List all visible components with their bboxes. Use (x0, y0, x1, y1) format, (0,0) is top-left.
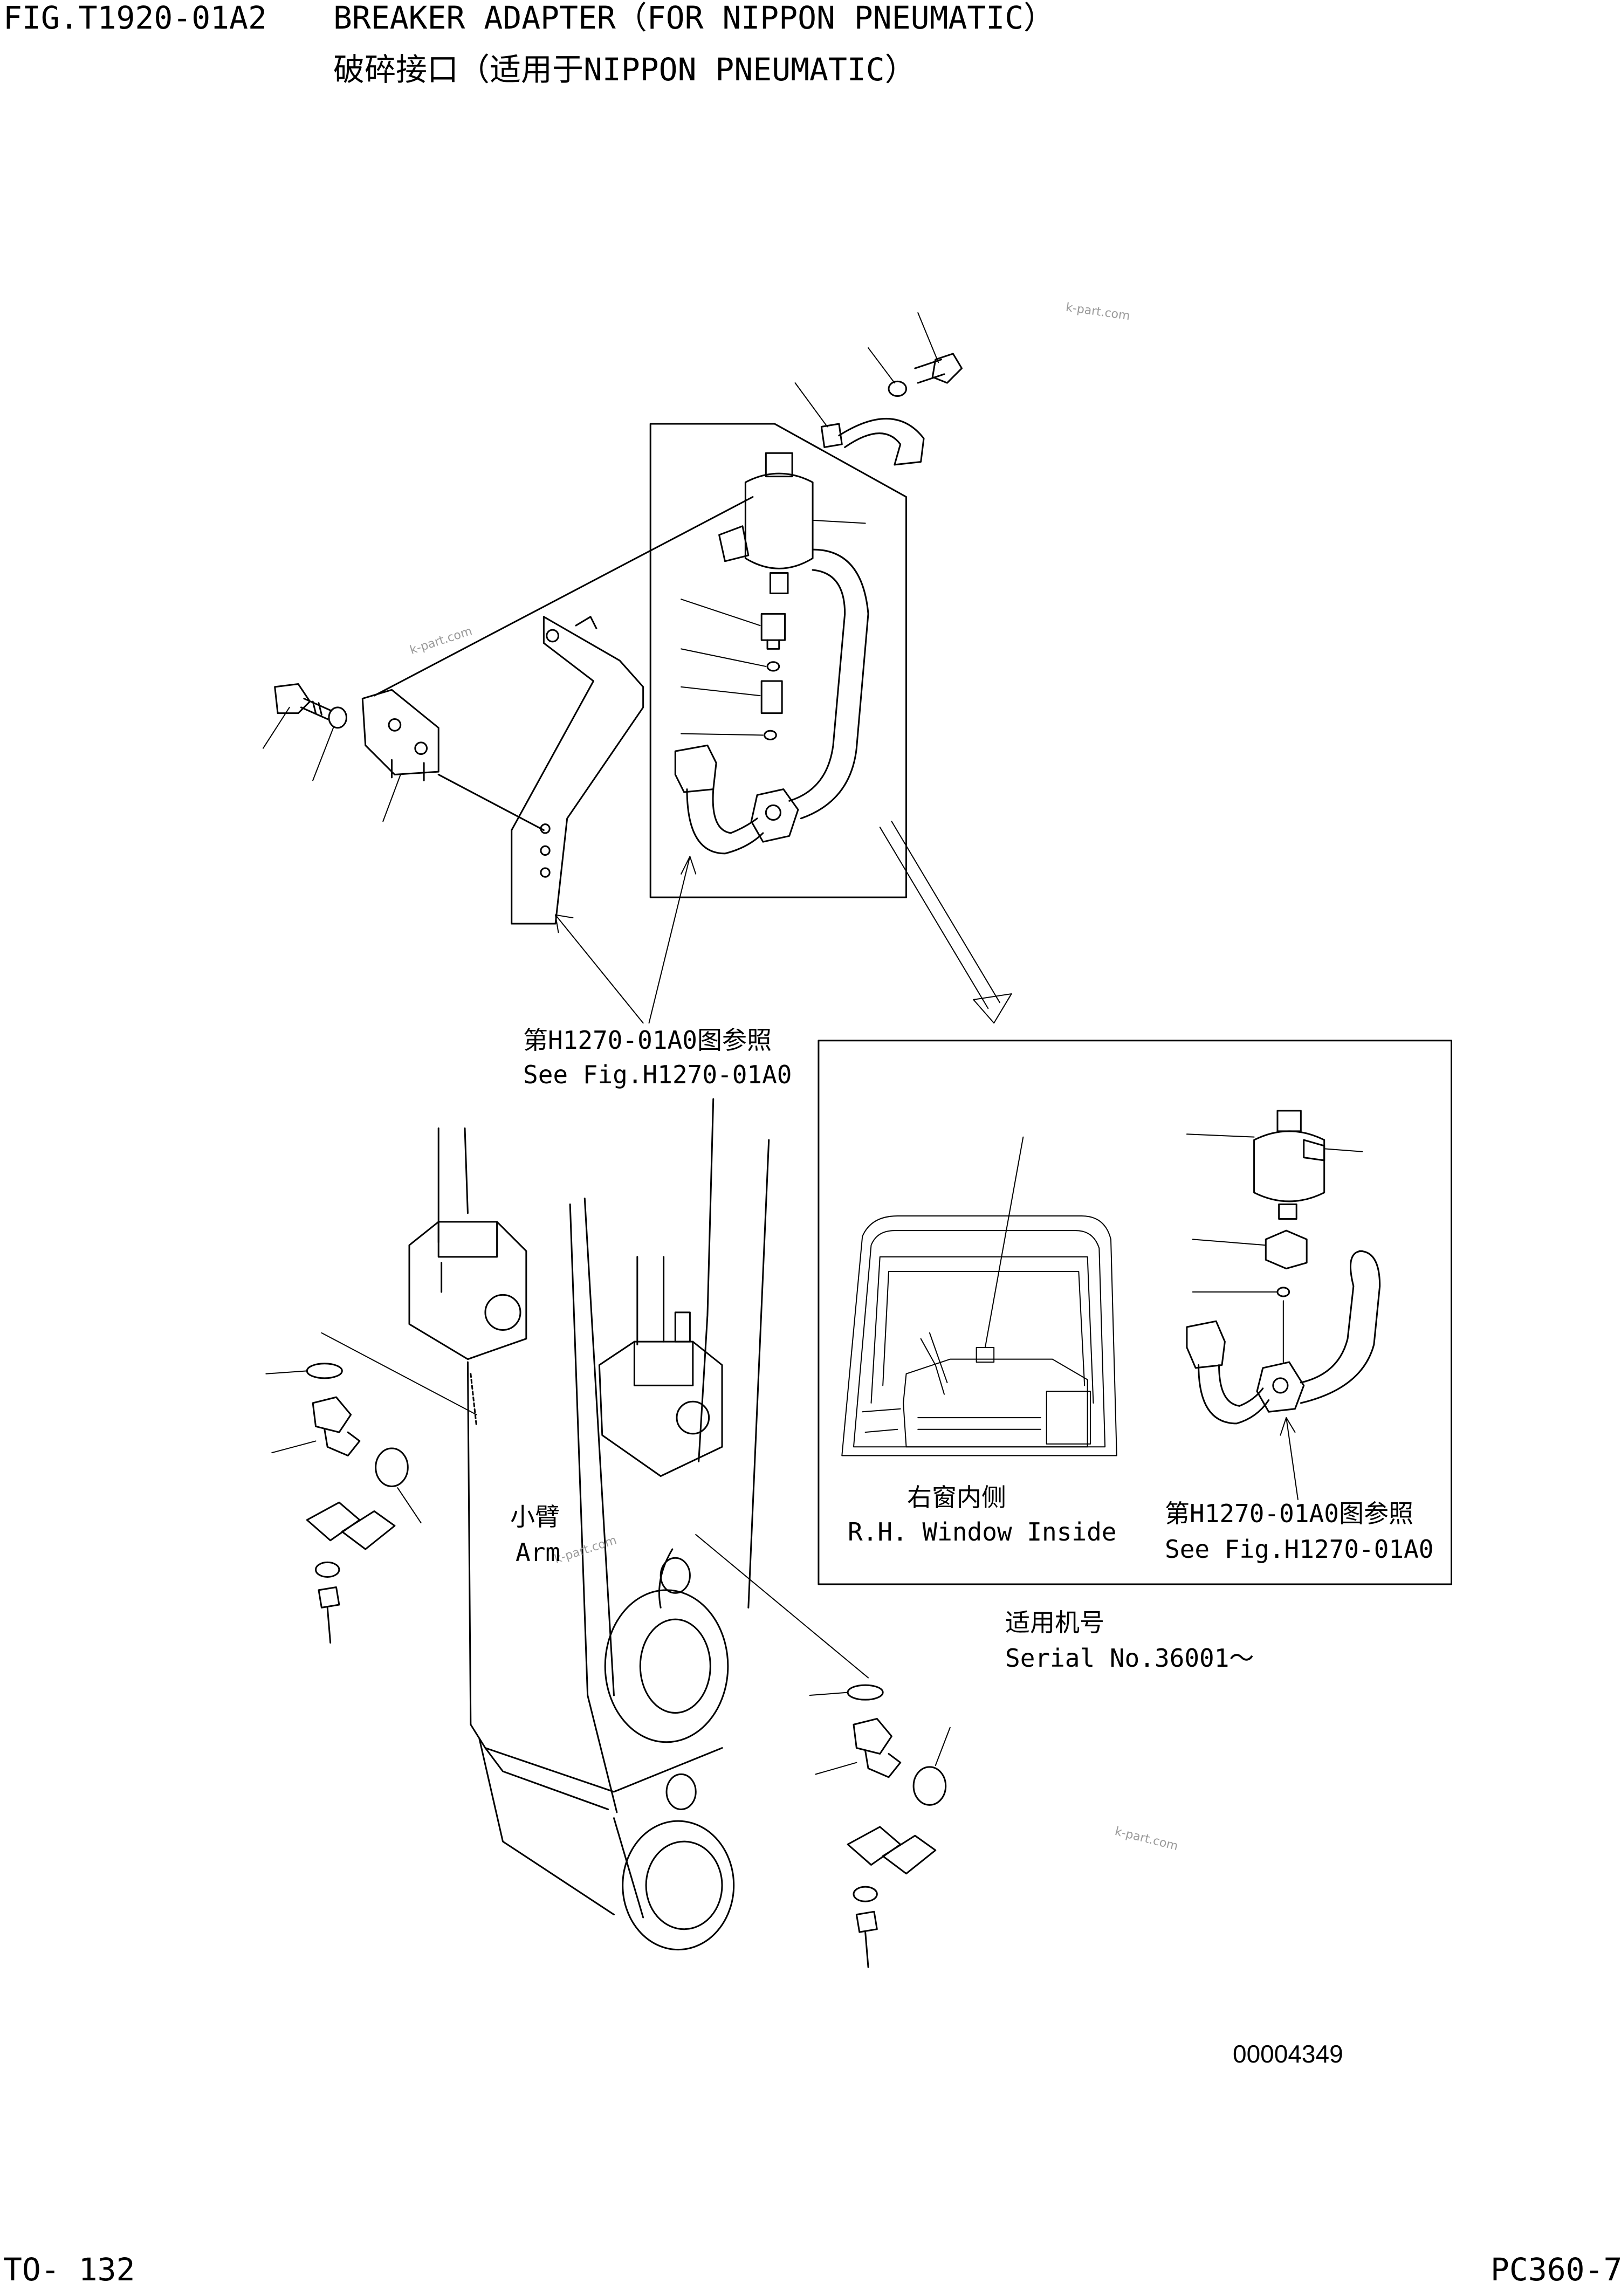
window-label-cn: 右窗内侧 (907, 1483, 1006, 1512)
title-english: BREAKER ADAPTER（FOR NIPPON PNEUMATIC） (333, 0, 1055, 36)
box-reference-label-cn: 第H1270-01A0图参照 (1165, 1499, 1413, 1528)
serial-label-cn: 适用机号 (1005, 1608, 1104, 1637)
accumulator-upper (719, 453, 813, 593)
hose-box (1187, 1251, 1380, 1424)
title-chinese: 破碎接口（适用于NIPPON PNEUMATIC） (333, 51, 916, 88)
reference-arrows (555, 821, 1012, 1023)
reference-label-en: See Fig.H1270-01A0 (523, 1060, 792, 1089)
page-number: TO- 132 (3, 2251, 135, 2288)
serial-number: Serial No.36001～ (1005, 1644, 1254, 1673)
leader-lines-upper (263, 313, 938, 821)
detail-frame (650, 424, 906, 897)
fitting-lower-left (266, 1333, 476, 1643)
figure-number: FIG.T1920-01A2 (3, 0, 267, 36)
hidden-line (471, 1374, 477, 1427)
arm-label-en: Arm (516, 1538, 561, 1567)
window-label-en: R.H. Window Inside (848, 1517, 1117, 1546)
washer-top (889, 381, 906, 396)
cab-window (842, 1137, 1117, 1456)
fitting-stack (761, 614, 785, 739)
clamp-band (821, 418, 924, 464)
arm-label-cn: 小臂 (510, 1502, 560, 1531)
window-detail-box (819, 1041, 1452, 1584)
leader-lines-box (1187, 1134, 1362, 1500)
bolt-top (915, 354, 962, 383)
reference-label-cn: 第H1270-01A0图参照 (523, 1026, 772, 1055)
arm-structure (409, 1099, 769, 1949)
bolt-left (275, 684, 331, 719)
mounting-plate (362, 690, 438, 780)
box-reference-label-en: See Fig.H1270-01A0 (1165, 1535, 1434, 1564)
bracket-plate (512, 617, 643, 924)
model-number: PC360-7 (1491, 2251, 1621, 2288)
accumulator-box (1254, 1111, 1324, 1296)
drawing-number: 00004349 (1233, 2040, 1343, 2068)
hose-upper (675, 549, 868, 854)
washer-left (329, 707, 347, 728)
fitting-lower-right (696, 1535, 950, 1967)
